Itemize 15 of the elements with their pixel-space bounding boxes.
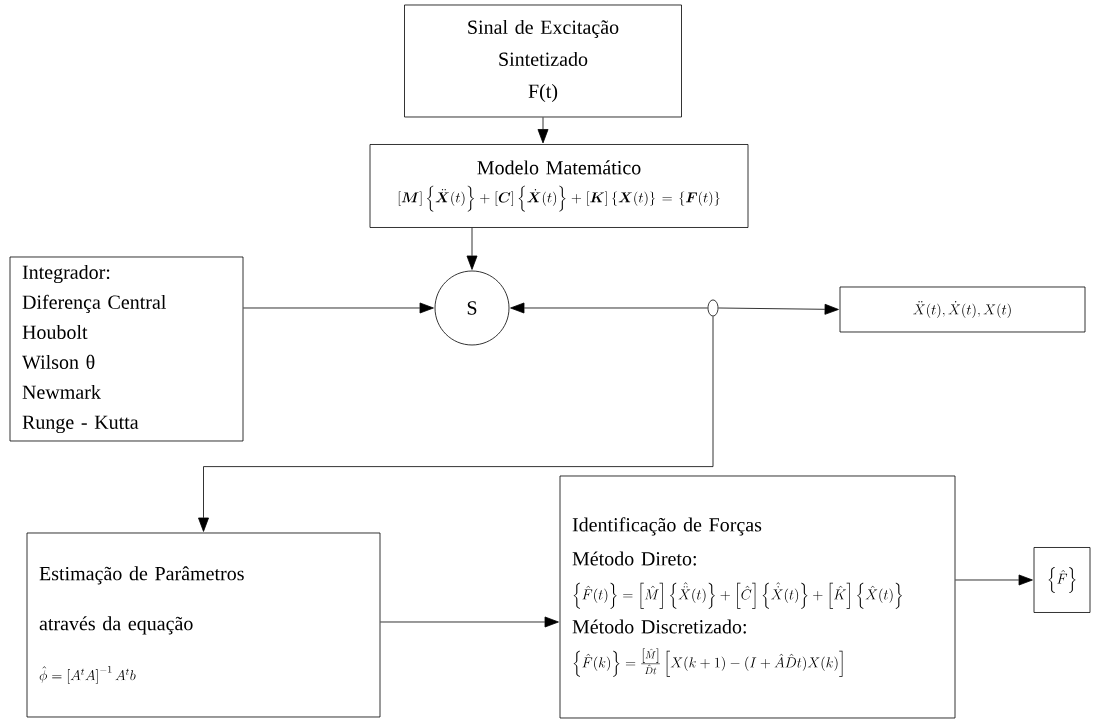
process-box: Modelo Matemático $\left[\boldsymbol{M}\right]\left\{\ddot{\boldsymbol{X}}(t)\right\}+\left[\boldsymbol{C}\right]\left\{\dot{\boldsymbol{X}}(t)\right\}+\left[\boldsymbol{K}\right]\left\{\boldsymbol{X}(t)\right\}=\left\{\boldsymbol{F}(t)\right\}$ xyxy=(369,144,749,228)
arrow xyxy=(243,302,434,314)
arrow xyxy=(466,227,478,270)
arrow xyxy=(198,316,714,532)
arrow xyxy=(537,117,549,144)
process-box: Sinal de Excitação Sintetizado F(t) xyxy=(404,4,682,118)
arrow xyxy=(380,616,559,628)
process-box: Estimação de Parâmetros através da equação $\hat{\phi}=\left[A^{t}A\right]^{-1}A^{t}b$ xyxy=(26,532,381,718)
output-box: $\ddot{X}(t), \dot{X}(t), X(t)$ xyxy=(839,286,1086,333)
arrow xyxy=(510,302,708,314)
output-box: $\left\{\hat{F}\right\}$ xyxy=(1033,547,1091,613)
arrow xyxy=(718,303,839,315)
integrator-box: Integrador: Diferença Central Houbolt Wilson θ Newmark Runge - Kutta xyxy=(9,256,244,442)
process-box: Identificação de Forças Método Direto: $\left\{\hat{F}(t)\right\}=\left[\hat{M}\right]\left\{\hat{\ddot{X}}(t)\right\}+\left[\hat{C}\right]\left\{\hat{\dot{X}}(t)\right\}+\left[\hat{K}\right]\left\{\hat{X}(t)\right\}$ Método Discretizado: $\left\{\hat{F}(k)\right\}=\frac{\left[\hat{M}\right]}{\hat{D}t}\left[X(k+1)-(I+\hat{A}\hat{D}t)X(k)\right]$ xyxy=(559,475,956,719)
arrow xyxy=(955,574,1033,586)
